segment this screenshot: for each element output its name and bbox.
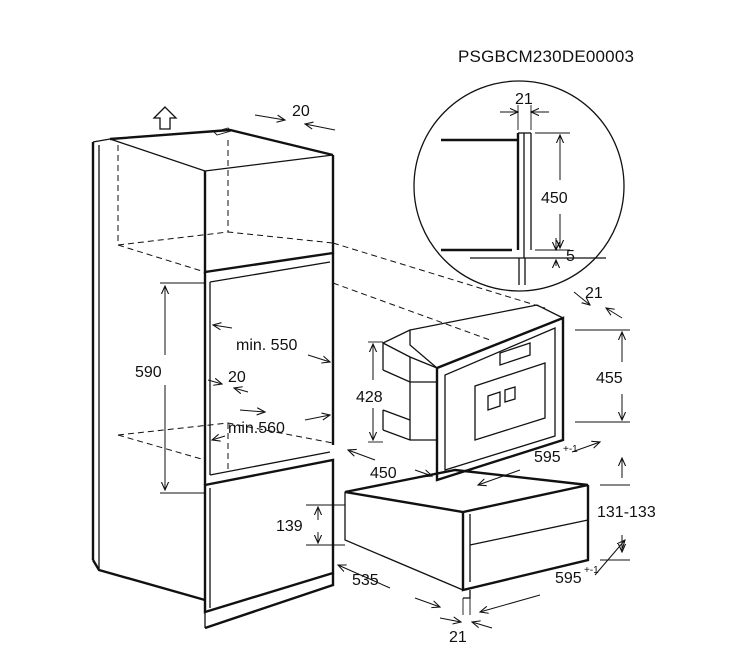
tall-cabinet — [91, 127, 546, 630]
reference-code: PSGBCM230DE00003 — [458, 47, 634, 66]
up-arrow-icon — [152, 106, 178, 130]
label-detail-height: 450 — [541, 190, 568, 207]
detail-magnifier — [413, 80, 625, 292]
label-niche-height: 590 — [135, 364, 162, 381]
label-bottom-gap: 21 — [449, 629, 467, 645]
label-appliance-side-gap: 21 — [585, 285, 603, 302]
label-drawer-height: 131-133 — [597, 504, 656, 521]
drawer-front — [461, 485, 590, 592]
spout-cavity — [474, 362, 546, 441]
upper-panel — [203, 155, 335, 274]
top-vent — [213, 127, 232, 136]
built-in-appliance — [348, 291, 630, 485]
label-niche-width: min.560 — [228, 420, 285, 437]
label-appliance-width: 595 — [534, 449, 561, 466]
label-niche-depth: min. 550 — [236, 337, 297, 354]
label-appliance-width-tol: +-1 — [563, 444, 578, 455]
label-detail-bottom: 5 — [566, 248, 575, 265]
label-drawer-width: 595 — [555, 570, 582, 587]
lower-panel — [203, 458, 335, 614]
label-appliance-height-front: 455 — [596, 370, 623, 387]
label-appliance-depth: 450 — [370, 465, 397, 482]
display-panel — [499, 342, 531, 366]
label-drawer-inset: 139 — [276, 518, 303, 535]
label-drawer-depth: 535 — [352, 572, 379, 589]
label-drawer-width-tol: +-1 — [584, 565, 599, 576]
warming-drawer — [306, 458, 630, 629]
label-appliance-height-body: 428 — [356, 389, 383, 406]
label-detail-gap: 21 — [515, 91, 533, 108]
label-top-gap: 20 — [292, 103, 310, 120]
detail-circle — [413, 80, 625, 292]
niche-dimensions — [160, 114, 336, 494]
label-niche-side-gap: 20 — [228, 369, 246, 386]
